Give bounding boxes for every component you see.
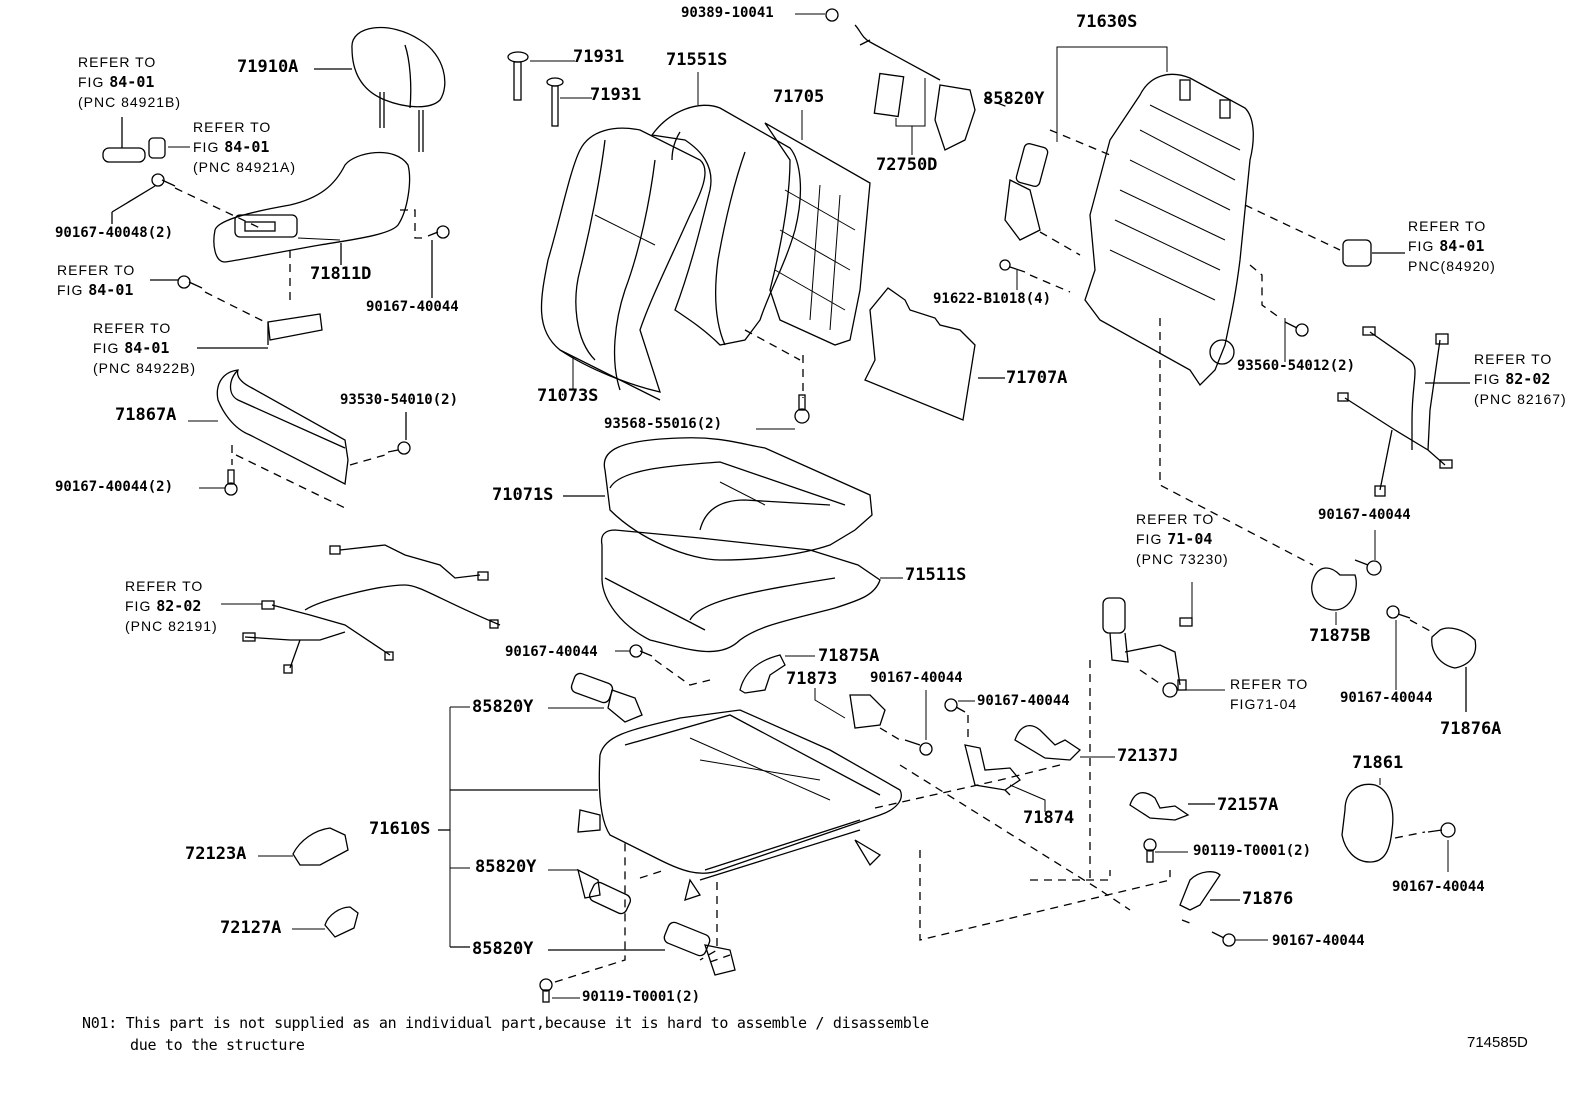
headrest-part[interactable] bbox=[351, 26, 446, 152]
seat-switch-84922B[interactable] bbox=[267, 313, 323, 345]
part-label-90167-40048[interactable]: 90167-40048(2) bbox=[55, 225, 174, 241]
bracket-71876[interactable] bbox=[1179, 871, 1221, 911]
part-label-90119-T0001-a[interactable]: 90119-T0001(2) bbox=[582, 989, 701, 1005]
part-label-72123A[interactable]: 72123A bbox=[185, 844, 247, 864]
part-label-85820Y-3[interactable]: 85820Y bbox=[472, 939, 534, 959]
part-label-90167-40044-f[interactable]: 90167-40044 bbox=[1318, 507, 1411, 523]
seat-switch-84921B[interactable] bbox=[102, 147, 146, 163]
seat-cushion-cover[interactable] bbox=[603, 437, 873, 561]
part-label-71876A[interactable]: 71876A bbox=[1440, 719, 1502, 739]
nut-71-04[interactable] bbox=[1162, 682, 1178, 698]
part-label-71875B[interactable]: 71875B bbox=[1309, 626, 1371, 646]
part-label-71931-b[interactable]: 71931 bbox=[590, 85, 642, 105]
cover-72137J[interactable] bbox=[1014, 725, 1082, 761]
part-label-71874[interactable]: 71874 bbox=[1023, 808, 1075, 828]
seatback-lower-pad[interactable] bbox=[864, 287, 976, 421]
seatback-board[interactable] bbox=[764, 122, 871, 346]
refer-to-fig-84-01-pnc-84921B[interactable]: REFER TO FIG 84-01 (PNC 84921B) bbox=[78, 54, 182, 110]
seat-cushion-pad[interactable] bbox=[600, 529, 881, 653]
cover-71875B[interactable] bbox=[1311, 567, 1357, 611]
footnote-marker: N01: bbox=[82, 1014, 117, 1032]
part-label-71073S[interactable]: 71073S bbox=[537, 386, 599, 406]
seat-switch-84921A[interactable] bbox=[148, 137, 166, 159]
footnote-line-2: due to the structure bbox=[130, 1036, 305, 1054]
part-label-71071S[interactable]: 71071S bbox=[492, 485, 554, 505]
part-label-72750D[interactable]: 72750D bbox=[876, 155, 938, 175]
seat-motor-2[interactable] bbox=[577, 868, 632, 916]
part-label-90167-40044-c[interactable]: 90167-40044 bbox=[870, 670, 963, 686]
part-label-85820Y-2[interactable]: 85820Y bbox=[475, 857, 537, 877]
clip-71931-b[interactable] bbox=[546, 77, 564, 127]
seat-side-shield-upper[interactable] bbox=[213, 151, 411, 263]
part-label-71707A[interactable]: 71707A bbox=[1006, 368, 1068, 388]
refer-to-fig-84-01-pnc-84920[interactable]: REFER TO FIG 84-01 PNC(84920) bbox=[1408, 218, 1496, 274]
refer-to-fig-82-02-pnc-82191[interactable]: REFER TO FIG 82-02 (PNC 82191) bbox=[125, 578, 218, 634]
seat-switch-84920[interactable] bbox=[1342, 239, 1372, 267]
airbag-sensor-72750D[interactable] bbox=[873, 72, 976, 151]
seatback-pad[interactable] bbox=[650, 104, 802, 346]
footnote: N01: This part is not supplied as an ind… bbox=[82, 1012, 929, 1056]
seat-motor-3[interactable] bbox=[662, 921, 736, 976]
part-label-90167-40044-e[interactable]: 90167-40044 bbox=[1272, 933, 1365, 949]
part-label-93530-54010[interactable]: 93530-54010(2) bbox=[340, 392, 459, 408]
part-label-90167-40044-2[interactable]: 90167-40044(2) bbox=[55, 479, 174, 495]
part-label-93560-54012[interactable]: 93560-54012(2) bbox=[1237, 358, 1356, 374]
refer-to-fig-82-02-pnc-82167[interactable]: REFER TO FIG 82-02 (PNC 82167) bbox=[1474, 351, 1567, 407]
bracket-71875A[interactable] bbox=[739, 654, 786, 694]
wire-harness-82167[interactable] bbox=[1337, 326, 1453, 497]
part-label-91622-B1018[interactable]: 91622-B1018(4) bbox=[933, 291, 1052, 307]
part-label-71861[interactable]: 71861 bbox=[1352, 753, 1404, 773]
recliner-motor[interactable] bbox=[1004, 143, 1049, 241]
wire-harness-82191[interactable] bbox=[242, 544, 501, 674]
part-label-85820Y-1[interactable]: 85820Y bbox=[472, 697, 534, 717]
part-label-90167-40044-b[interactable]: 90167-40044 bbox=[505, 644, 598, 660]
part-label-71811D[interactable]: 71811D bbox=[310, 264, 372, 284]
bracket-71874[interactable] bbox=[964, 744, 1021, 791]
cover-72127A[interactable] bbox=[324, 906, 359, 938]
seat-side-shield-lower[interactable] bbox=[216, 369, 349, 486]
part-label-90389-10041[interactable]: 90389-10041 bbox=[681, 5, 774, 21]
part-label-71705[interactable]: 71705 bbox=[773, 87, 825, 107]
cover-71876A[interactable] bbox=[1431, 627, 1477, 669]
bracket-71873[interactable] bbox=[849, 694, 886, 729]
part-label-72127A[interactable]: 72127A bbox=[220, 918, 282, 938]
part-label-71873[interactable]: 71873 bbox=[786, 669, 838, 689]
seat-motor-1[interactable] bbox=[570, 672, 643, 723]
part-label-90167-40044-g[interactable]: 90167-40044 bbox=[1340, 690, 1433, 706]
part-label-90167-40044-h[interactable]: 90167-40044 bbox=[1392, 879, 1485, 895]
refer-to-fig-84-01-pnc-84921A[interactable]: REFER TO FIG 84-01 (PNC 84921A) bbox=[193, 119, 297, 175]
part-label-71875A[interactable]: 71875A bbox=[818, 646, 880, 666]
seatback-frame[interactable] bbox=[1084, 73, 1254, 387]
part-label-90167-40044-a[interactable]: 90167-40044 bbox=[366, 299, 459, 315]
cover-72157A[interactable] bbox=[1129, 792, 1190, 821]
cover-71861[interactable] bbox=[1341, 783, 1394, 863]
seat-frame-track[interactable] bbox=[577, 709, 902, 901]
part-label-71511S[interactable]: 71511S bbox=[905, 565, 967, 585]
cover-72123A[interactable] bbox=[292, 827, 349, 866]
part-label-90167-40044-d[interactable]: 90167-40044 bbox=[977, 693, 1070, 709]
part-label-71931-a[interactable]: 71931 bbox=[573, 47, 625, 67]
refer-to-fig-84-01-screw[interactable]: REFER TO FIG 84-01 bbox=[57, 262, 136, 299]
seatbelt-buckle[interactable] bbox=[1102, 597, 1193, 691]
seatback-cover[interactable] bbox=[540, 127, 706, 401]
part-label-71876[interactable]: 71876 bbox=[1242, 889, 1294, 909]
part-label-85820Y-top[interactable]: 85820Y bbox=[983, 89, 1045, 109]
part-label-72137J[interactable]: 72137J bbox=[1117, 746, 1179, 766]
part-label-93568-55016[interactable]: 93568-55016(2) bbox=[604, 416, 723, 432]
part-label-71551S[interactable]: 71551S bbox=[666, 50, 728, 70]
part-label-71867A[interactable]: 71867A bbox=[115, 405, 177, 425]
illustration-code: 714585D bbox=[1467, 1034, 1528, 1051]
part-label-71610S[interactable]: 71610S bbox=[369, 819, 431, 839]
refer-to-fig-71-04-pnc-73230[interactable]: REFER TO FIG 71-04 (PNC 73230) bbox=[1136, 511, 1229, 567]
part-label-72157A[interactable]: 72157A bbox=[1217, 795, 1279, 815]
part-label-71630S[interactable]: 71630S bbox=[1076, 12, 1138, 32]
clip-90389-10041[interactable] bbox=[825, 8, 839, 22]
footnote-line-1: This part is not supplied as an individu… bbox=[125, 1014, 930, 1032]
refer-to-fig-84-01-pnc-84922B[interactable]: REFER TO FIG 84-01 (PNC 84922B) bbox=[93, 320, 197, 376]
part-label-71910A[interactable]: 71910A bbox=[237, 57, 299, 77]
refer-to-fig-71-04-nut[interactable]: REFER TO FIG71-04 bbox=[1230, 676, 1309, 712]
clip-71931-a[interactable] bbox=[507, 51, 529, 101]
part-label-90119-T0001-b[interactable]: 90119-T0001(2) bbox=[1193, 843, 1312, 859]
